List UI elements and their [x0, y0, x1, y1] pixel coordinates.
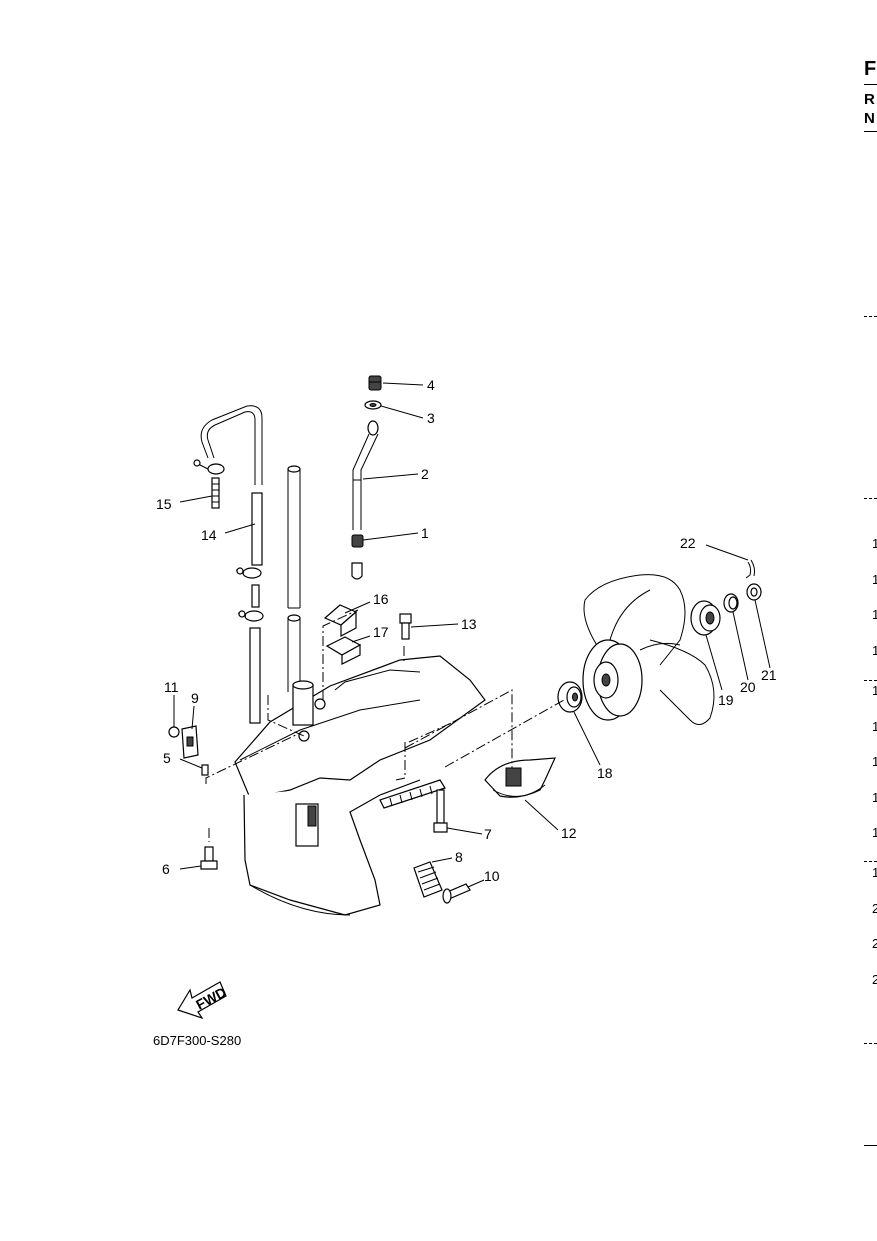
callout-5: 5: [163, 750, 171, 766]
propeller: [582, 574, 715, 725]
trim-tab-12: [484, 757, 556, 798]
callout-15: 15: [156, 496, 172, 512]
leader-lines: [173, 382, 771, 888]
callout-17: 17: [373, 624, 389, 640]
edge-row-number: 1: [872, 719, 877, 734]
edge-row-number: 1: [872, 683, 877, 698]
edge-row-number: 2: [872, 972, 877, 987]
callout-10: 10: [484, 868, 500, 884]
grommet-parts: [323, 604, 362, 665]
edge-row-number: 2: [872, 901, 877, 916]
edge-row-number: 1: [872, 825, 877, 840]
edge-row-number: 1: [872, 572, 877, 587]
water-pipe-assembly: [351, 375, 382, 580]
edge-row-number: 1: [872, 607, 877, 622]
edge-row-number: 2: [872, 936, 877, 951]
callout-14: 14: [201, 527, 217, 543]
callout-9: 9: [191, 690, 199, 706]
edge-row-number: 1: [872, 536, 877, 551]
edge-line-1: R: [864, 91, 875, 108]
drawing-code: 6D7F300-S280: [153, 1033, 241, 1048]
screw-10: [442, 883, 471, 904]
edge-dash-3: [864, 680, 877, 681]
edge-dash-1: [864, 316, 877, 317]
callout-7: 7: [484, 826, 492, 842]
fwd-arrow: FWD: [177, 981, 229, 1020]
callout-8: 8: [455, 849, 463, 865]
callout-numbers: 4 3 2 1 15 14 16 17 13 11 9 5 6 7 8 10 1…: [156, 377, 777, 884]
callout-22: 22: [680, 535, 696, 551]
callout-13: 13: [461, 616, 477, 632]
edge-dash-4: [864, 861, 877, 862]
edge-rule-end: [864, 1145, 877, 1146]
anode-8: [413, 861, 443, 898]
callout-11: 11: [164, 679, 179, 695]
callout-1: 1: [421, 525, 429, 541]
propeller-nut-parts: [690, 559, 762, 636]
edge-heading: F: [864, 58, 877, 80]
edge-rule-top: [864, 84, 877, 85]
callout-16: 16: [373, 591, 389, 607]
edge-dash-2: [864, 498, 877, 499]
callout-18: 18: [597, 765, 613, 781]
lower-casing: [234, 655, 486, 916]
drive-shaft-tube: [287, 465, 301, 692]
callout-4: 4: [427, 377, 435, 393]
bolt-13: [399, 613, 412, 640]
edge-row-number: 1: [872, 643, 877, 658]
callout-21: 21: [761, 667, 777, 683]
callout-3: 3: [427, 410, 435, 426]
callout-20: 20: [740, 679, 756, 695]
bolt-7: [433, 789, 448, 833]
edge-dash-5: [864, 1043, 877, 1044]
edge-row-number: 1: [872, 754, 877, 769]
callout-19: 19: [718, 692, 734, 708]
callout-12: 12: [561, 825, 577, 841]
callout-6: 6: [162, 861, 170, 877]
assembly-guide-lines: [205, 609, 565, 842]
callout-2: 2: [421, 466, 429, 482]
edge-rule-bottom: [864, 131, 877, 132]
edge-row-number: 1: [872, 865, 877, 880]
edge-row-number: 1: [872, 790, 877, 805]
cooling-hose-assembly: [193, 405, 264, 724]
thrust-washer-18: [557, 681, 583, 713]
trim-tab-parts: [168, 725, 218, 870]
edge-line-2: N: [864, 110, 875, 127]
